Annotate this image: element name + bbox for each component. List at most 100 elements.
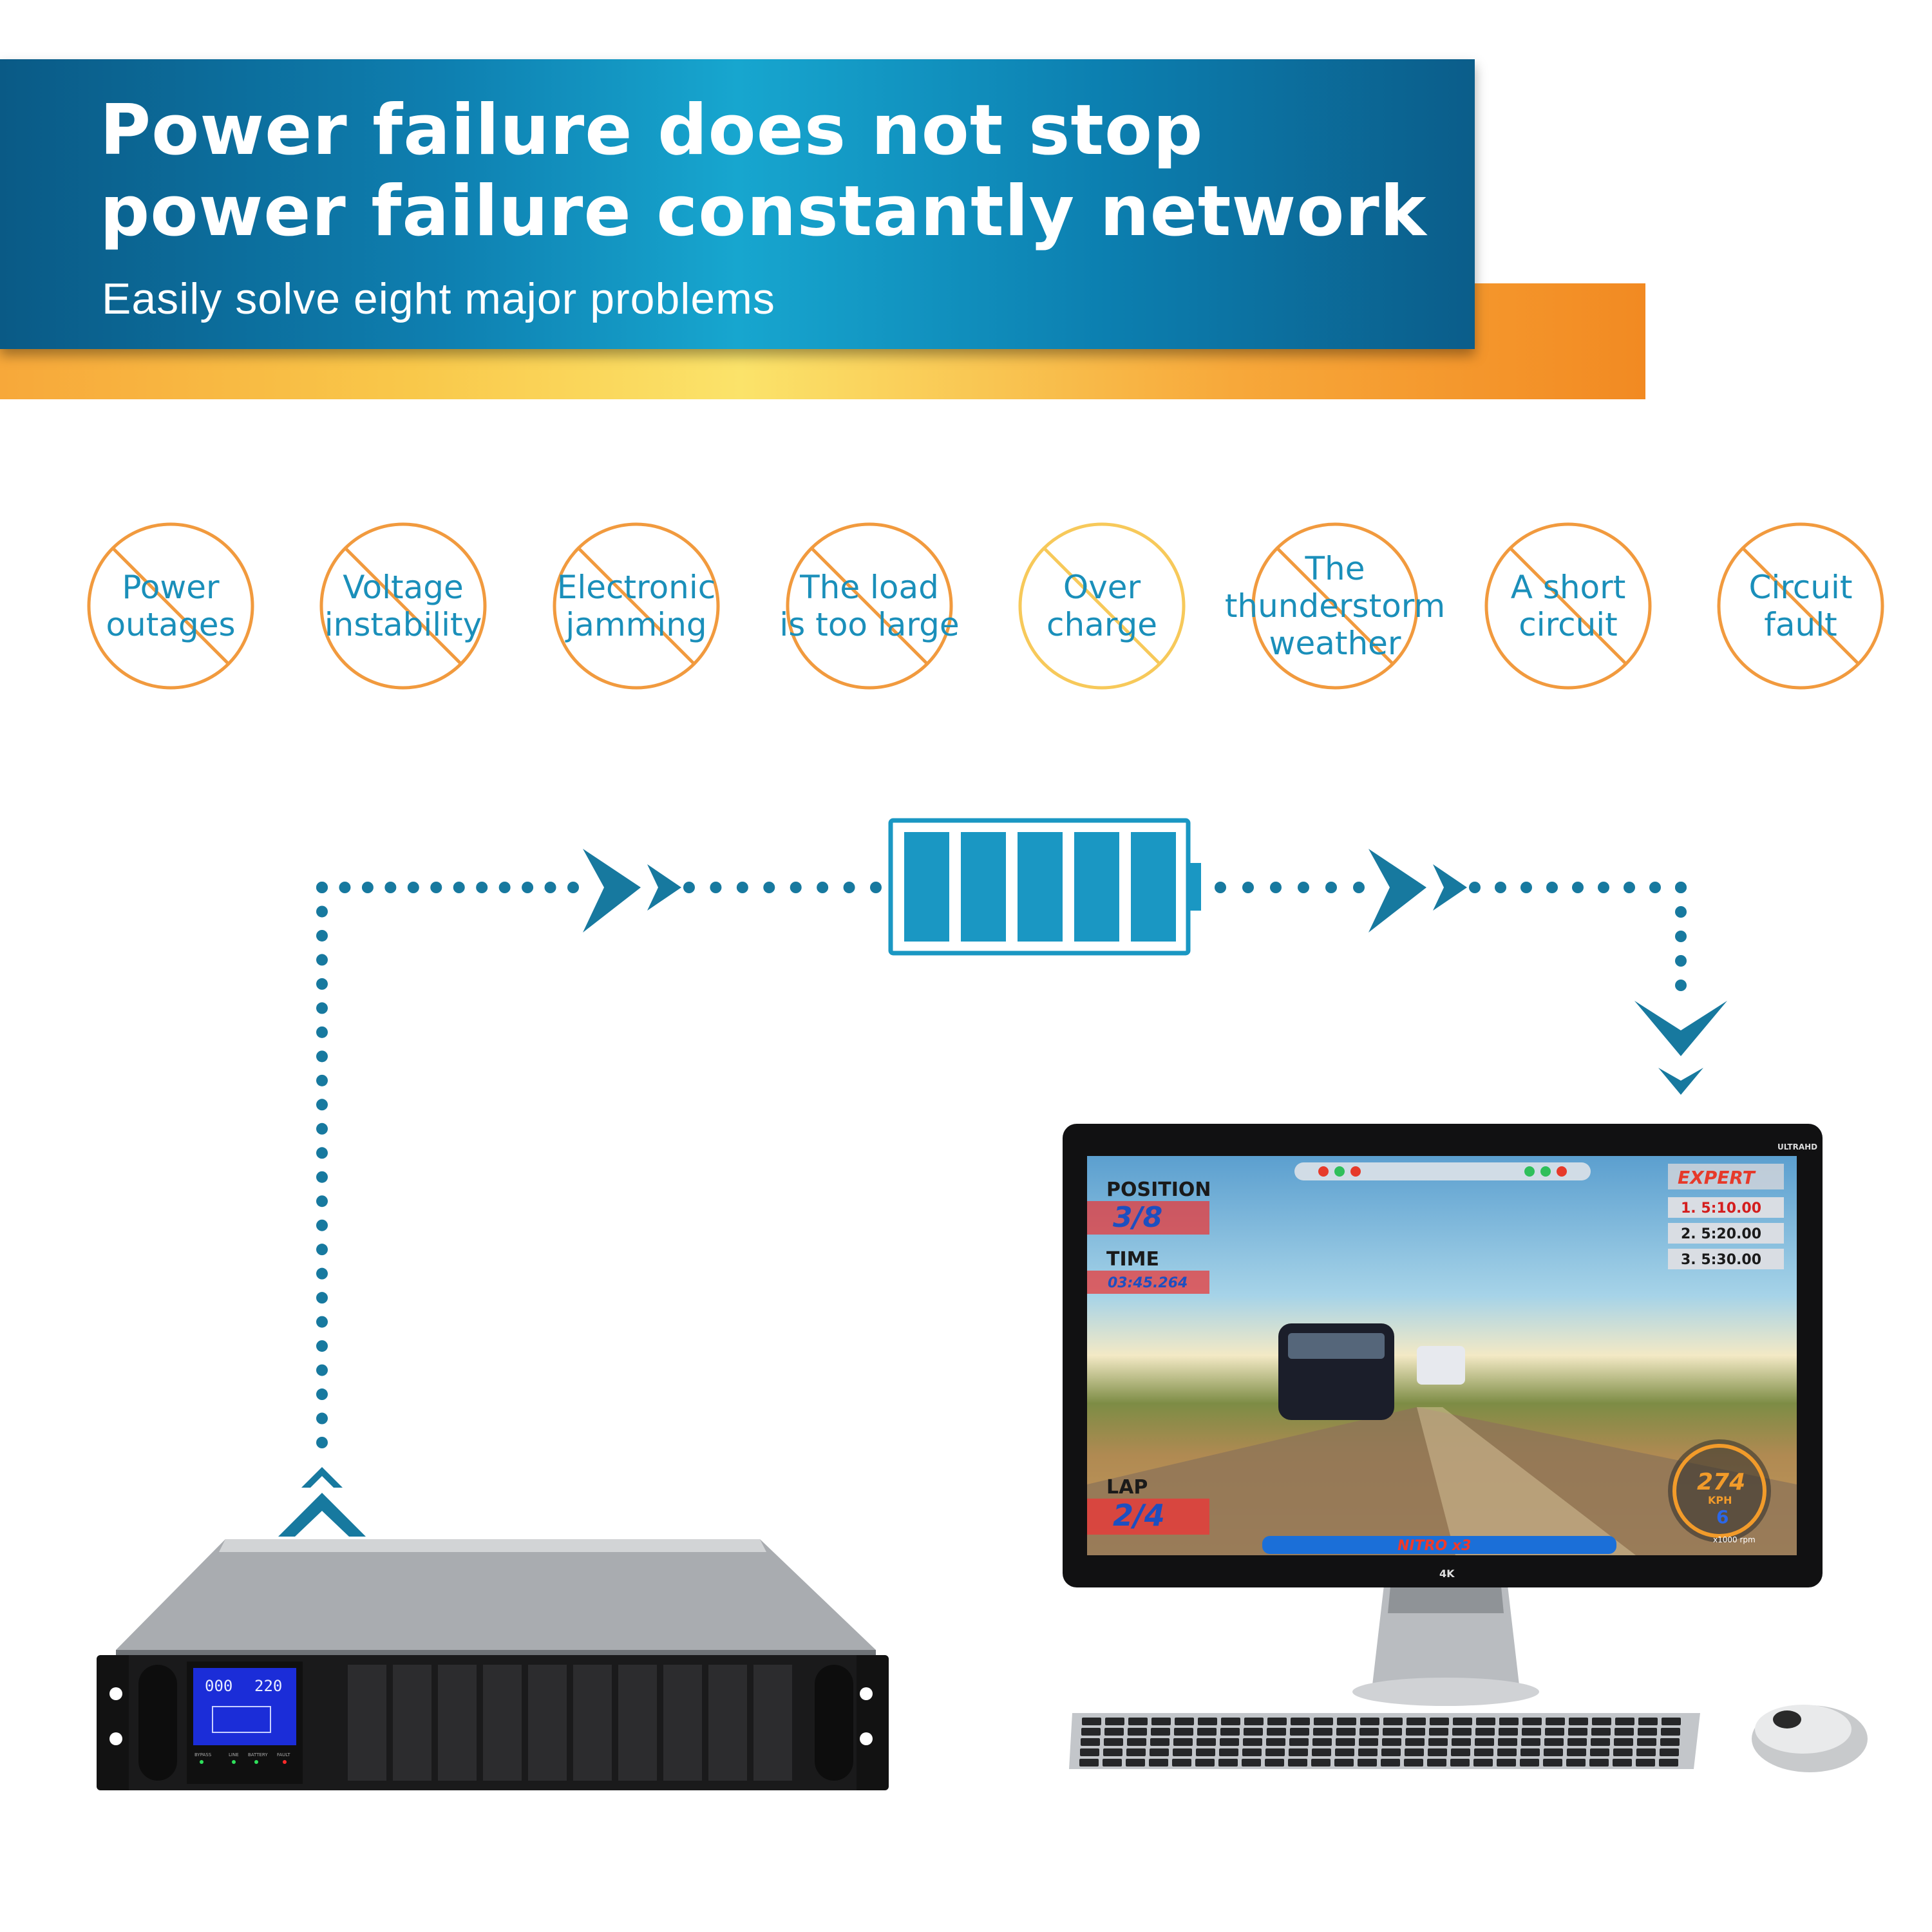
key (1428, 1738, 1448, 1746)
hud-lap-value: 2/4 (1113, 1498, 1165, 1533)
key (1336, 1728, 1356, 1736)
key (1081, 1738, 1100, 1746)
key (1195, 1759, 1215, 1766)
key (1638, 1718, 1658, 1725)
key (1128, 1728, 1147, 1736)
title-line-2: power failure constantly network (100, 171, 1427, 252)
key (1637, 1738, 1656, 1746)
flow-dot (339, 882, 351, 893)
key (1545, 1728, 1564, 1736)
flow-dot (384, 882, 397, 893)
key (1265, 1759, 1284, 1766)
ups-indicator-label: BATTERY (248, 1752, 268, 1757)
flow-dot (316, 1050, 328, 1063)
flow-dot (498, 882, 511, 893)
key (1405, 1748, 1424, 1756)
key (1522, 1728, 1541, 1736)
right-arrow-icon (1368, 849, 1426, 933)
key (1473, 1759, 1493, 1766)
hud-lap-label: LAP (1106, 1476, 1148, 1499)
flow-dot (1353, 882, 1365, 893)
key (1520, 1748, 1540, 1756)
key (1220, 1738, 1239, 1746)
flow-dot (1598, 882, 1609, 893)
key (1104, 1728, 1124, 1736)
key (1334, 1759, 1354, 1766)
flow-dot (843, 882, 855, 893)
flow-dot (1675, 931, 1687, 942)
key (1267, 1718, 1287, 1725)
flow-dot (1649, 882, 1661, 893)
key (1592, 1718, 1611, 1725)
key (1311, 1759, 1331, 1766)
key (1569, 1718, 1588, 1725)
key (1358, 1759, 1377, 1766)
key (1198, 1718, 1217, 1725)
key (1475, 1728, 1495, 1736)
key (1497, 1748, 1517, 1756)
key (1312, 1748, 1331, 1756)
ups-indicator-label: BYPASS (194, 1752, 212, 1757)
key (1381, 1759, 1400, 1766)
key (1406, 1718, 1426, 1725)
flow-dot (316, 1002, 328, 1014)
key (1173, 1738, 1193, 1746)
banner (0, 59, 1475, 349)
vent-grille (753, 1665, 792, 1781)
hud-position-label: POSITION (1106, 1179, 1211, 1201)
flow-dot (522, 882, 534, 893)
flow-dot (453, 882, 465, 893)
flow-dot (316, 1026, 328, 1038)
keyboard-icon (1069, 1713, 1700, 1769)
hud-leaderboard-row: 2. 5:20.00 (1681, 1226, 1761, 1242)
key (1242, 1759, 1261, 1766)
flow-dot (316, 1122, 328, 1135)
ups-indicator-label: LINE (229, 1752, 239, 1757)
key (1497, 1759, 1516, 1766)
flow-dot (1675, 980, 1687, 991)
key (1312, 1738, 1332, 1746)
up-arrow-icon (301, 1467, 343, 1488)
flow-dot (476, 882, 488, 893)
flow-dot (1572, 882, 1584, 893)
flow-dot (683, 882, 695, 893)
key (1290, 1728, 1309, 1736)
key (1288, 1759, 1307, 1766)
flow-dot (1215, 882, 1226, 893)
flow-dot (316, 1244, 328, 1256)
flow-dot (316, 1437, 328, 1448)
hud-speed: 274 (1697, 1469, 1745, 1495)
key (1219, 1748, 1238, 1756)
key (1080, 1748, 1099, 1756)
problem-electronic-jamming: Electronic jamming (552, 522, 721, 690)
hud-mode-label: EXPERT (1678, 1167, 1756, 1188)
key (1337, 1718, 1356, 1725)
vent-grille (708, 1665, 747, 1781)
key (1567, 1748, 1586, 1756)
flow-dot (316, 1074, 328, 1086)
key (1289, 1738, 1309, 1746)
flow-dot (1495, 882, 1506, 893)
key (1127, 1738, 1146, 1746)
key (1613, 1748, 1633, 1756)
flow-dot (361, 882, 374, 893)
key (1082, 1718, 1101, 1725)
flow-dot (1298, 882, 1309, 893)
vent-grille (438, 1665, 477, 1781)
key (1174, 1728, 1193, 1736)
flow-dot (544, 882, 556, 893)
key (1104, 1738, 1123, 1746)
problem-label: Voltage instability (324, 569, 482, 643)
key (1404, 1759, 1423, 1766)
flow-dot (316, 1292, 328, 1304)
problem-label: Over charge (1046, 569, 1157, 643)
flow-dot (736, 882, 748, 893)
prohibited-icon (1484, 522, 1652, 690)
key (1543, 1759, 1562, 1766)
flow-dot (1675, 882, 1687, 893)
key (1615, 1728, 1634, 1736)
key (1360, 1718, 1379, 1725)
key (1172, 1759, 1191, 1766)
key (1660, 1738, 1680, 1746)
